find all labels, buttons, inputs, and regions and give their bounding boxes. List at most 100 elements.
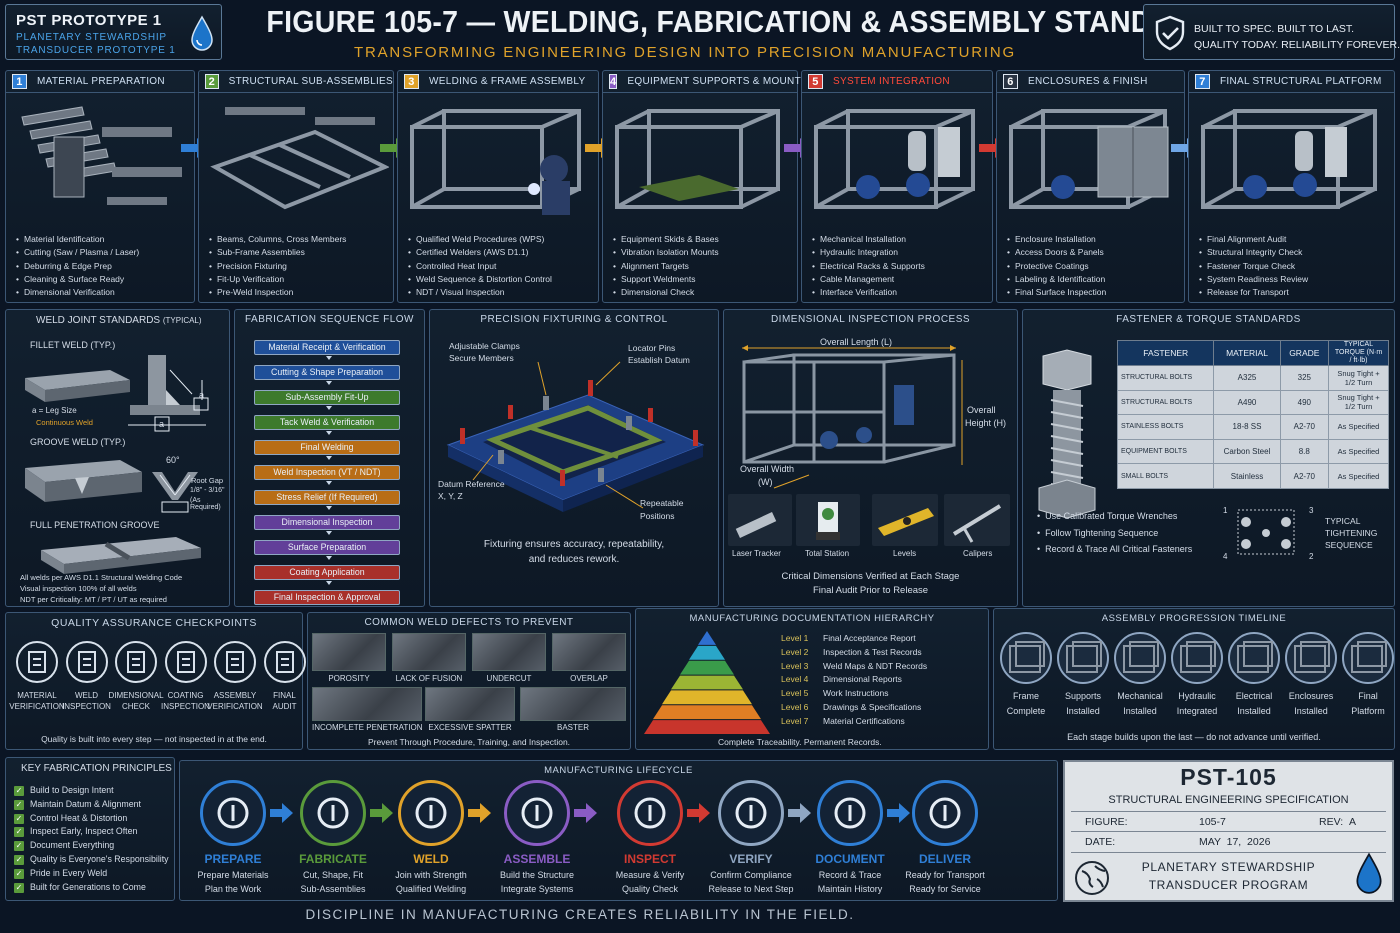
lifecycle-stage-line2: Plan the Work <box>204 884 262 894</box>
step-number: 6 <box>1003 74 1018 89</box>
docs-title: MANUFACTURING DOCUMENTATION HIERARCHY <box>689 613 935 624</box>
principles-list: Build to Design IntentMaintain Datum & A… <box>14 784 169 894</box>
step-item: Final Surface Inspection <box>1007 286 1106 299</box>
principle-item: Built for Generations to Come <box>14 881 169 895</box>
timeline-stage-image <box>1057 632 1109 684</box>
step-item: Mechanical Installation <box>812 233 925 246</box>
step-number: 3 <box>404 74 419 89</box>
doc-level-number: Level 6 <box>781 702 809 712</box>
lifecycle-stage-name: INSPECT <box>623 852 676 866</box>
lifecycle-stage-line2: Quality Check <box>621 884 679 894</box>
fixturing-note1: Fixturing ensures accuracy, repeatabilit… <box>483 539 665 550</box>
pyramid-tier <box>680 660 734 675</box>
principle-item: Pride in Every Weld <box>14 867 169 881</box>
lifecycle-stage-line1: Measure & Verify <box>615 870 685 880</box>
lifecycle-stage-name: FABRICATE <box>299 852 367 866</box>
tb-divider3 <box>1071 852 1386 853</box>
lifecycle-stage-line2: Ready for Service <box>909 884 981 894</box>
doc-level-number: Level 2 <box>781 646 809 657</box>
principle-item: Maintain Datum & Alignment <box>14 798 169 812</box>
tb-divider1 <box>1071 811 1386 812</box>
defect-label: LACK OF FUSION <box>395 674 463 683</box>
defect-sample-image <box>520 687 626 721</box>
lifecycle-arrow-icon <box>270 803 294 825</box>
qa-panel: QUALITY ASSURANCE CHECKPOINTS Quality is… <box>5 612 306 750</box>
sequence-step: Stress Relief (If Required) <box>254 490 400 505</box>
step-number: 1 <box>12 74 27 89</box>
defects-note: Prevent Through Procedure, Training, and… <box>367 737 571 747</box>
timeline-label-line2: Installed <box>1294 706 1328 716</box>
fastener-bullet: Record & Trace All Critical Fasteners <box>1037 541 1192 558</box>
fastener-bullets: Use Calibrated Torque WrenchesFollow Tig… <box>1037 508 1192 558</box>
principle-item: Build to Design Intent <box>14 784 169 798</box>
motto-line2: QUALITY TODAY. RELIABILITY FOREVER. <box>1194 39 1400 51</box>
doc-level-number: Level 3 <box>781 660 809 671</box>
step-item: Fit-Up Verification <box>209 273 346 286</box>
sequence-arrow-icon <box>326 431 332 435</box>
defect-label: INCOMPLETE PENETRATION <box>312 723 423 732</box>
rev-label: REV: <box>1319 816 1344 828</box>
step-checklist: Qualified Weld Procedures (WPS)Certified… <box>408 233 552 299</box>
fastener-cell: As Specified <box>1328 414 1389 440</box>
pyramid-tier <box>671 675 743 690</box>
step-item: Fastener Torque Check <box>1199 260 1308 273</box>
doc-level-text: Inspection & Test Records <box>823 646 922 657</box>
pyramid-tier <box>662 690 752 705</box>
seq-num-1: 1 <box>1223 506 1228 515</box>
step-illustration <box>609 97 793 295</box>
timeline-stage-image <box>1000 632 1052 684</box>
doc-level-text: Work Instructions <box>823 688 889 699</box>
docs-panel: MANUFACTURING DOCUMENTATION HIERARCHY Co… <box>635 608 989 750</box>
spec-name: STRUCTURAL ENGINEERING SPECIFICATION <box>1108 794 1349 806</box>
overall-height-label1: Overall <box>967 405 996 415</box>
principle-item: Quality is Everyone's Responsibility <box>14 853 169 867</box>
timeline-label-line2: Installed <box>1237 706 1271 716</box>
defect-label: EXCESSIVE SPATTER <box>428 723 512 732</box>
lifecycle-stage-name: PREPARE <box>204 852 262 866</box>
page-title: FIGURE 105-7 — WELDING, FABRICATION & AS… <box>266 4 1234 39</box>
step-item: Certified Welders (AWS D1.1) <box>408 246 552 259</box>
seq-num-2: 2 <box>1309 552 1314 561</box>
tool-label: Levels <box>893 549 917 558</box>
figure-label: FIGURE: <box>1085 816 1128 828</box>
step-illustration <box>12 97 190 295</box>
defect-label: POROSITY <box>328 674 370 683</box>
defect-sample-image <box>312 633 386 671</box>
lifecycle-arrow-icon <box>574 803 598 825</box>
step-item: Hydraulic Integration <box>812 246 925 259</box>
seq-num-3: 3 <box>1309 506 1314 515</box>
step-item: Access Doors & Panels <box>1007 246 1106 259</box>
step-item: Dimensional Check <box>613 286 719 299</box>
lifecycle-title: MANUFACTURING LIFECYCLE <box>544 765 693 776</box>
timeline-label-line1: Mechanical <box>1117 691 1163 701</box>
tool-label: Laser Tracker <box>732 549 781 558</box>
spray-gun-icon <box>164 641 207 683</box>
timeline-label-line2: Complete <box>1006 706 1046 716</box>
fixturing-panel: PRECISION FIXTURING & CONTROL Adjustable… <box>429 309 719 607</box>
step-title: EQUIPMENT SUPPORTS & MOUNTS <box>627 76 808 87</box>
badge-line2: TRANSDUCER PROTOTYPE 1 <box>16 45 176 56</box>
fastener-bullet: Use Calibrated Torque Wrenches <box>1037 508 1192 525</box>
doc-level-text: Material Certifications <box>823 715 905 726</box>
lifecycle-stage-line2: Sub-Assemblies <box>300 884 366 894</box>
qa-label-line2: CHECK <box>121 702 150 711</box>
fastener-title: FASTENER & TORQUE STANDARDS <box>1116 314 1301 325</box>
water-drop-icon <box>191 15 213 51</box>
tool-label: Total Station <box>805 549 850 558</box>
fixturing-title: PRECISION FIXTURING & CONTROL <box>480 314 668 325</box>
sequence-step: Dimensional Inspection <box>254 515 400 530</box>
overall-width-label2: (W) <box>758 477 773 487</box>
lifecycle-stage-name: DOCUMENT <box>815 852 885 866</box>
qa-note: Quality is built into every step — not i… <box>41 734 267 744</box>
dimensional-note2: Final Audit Prior to Release <box>812 585 929 596</box>
wrench-icon <box>504 780 570 846</box>
step-item: Structural Integrity Check <box>1199 246 1308 259</box>
principle-item: Document Everything <box>14 839 169 853</box>
weld-note1: All welds per AWS D1.1 Structural Weldin… <box>20 573 183 582</box>
fastener-cell: Carbon Steel <box>1213 438 1281 465</box>
defect-sample-image <box>312 687 422 721</box>
date-label: DATE: <box>1085 836 1116 848</box>
